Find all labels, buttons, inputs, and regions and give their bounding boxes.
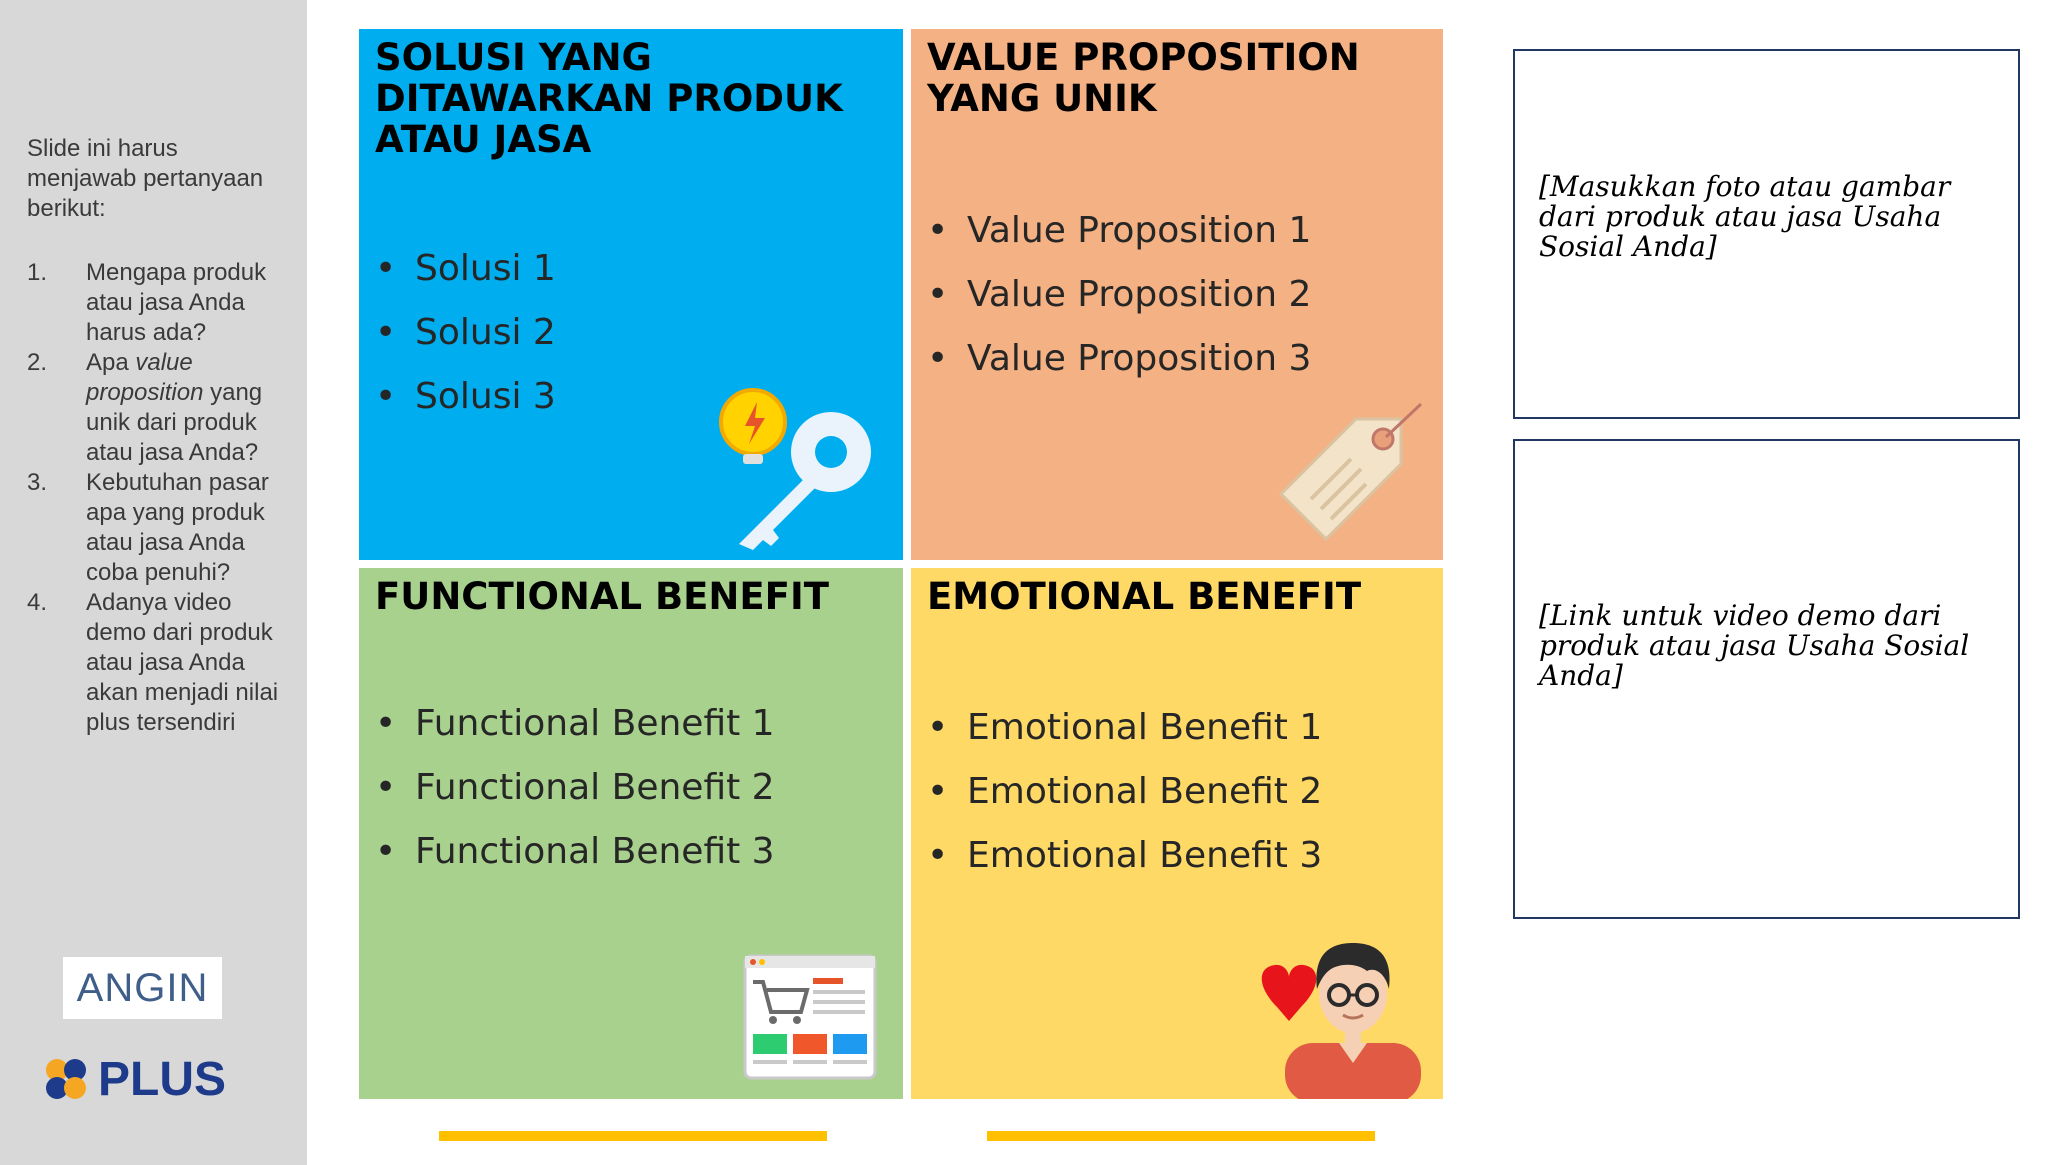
quadrant-title: SOLUSI YANG DITAWARKAN PRODUK ATAU JASA <box>375 36 843 161</box>
list-item: Value Proposition 3 <box>927 327 1311 391</box>
list-item: Functional Benefit 2 <box>375 756 775 820</box>
list-item: Solusi 3 <box>375 365 556 429</box>
question-text: Kebutuhan pasar apa yang produk atau jas… <box>86 469 269 586</box>
sidebar-intro: Slide ini harus menjawab pertanyaan beri… <box>27 135 264 222</box>
question-item: 1. Mengapa produk atau jasa Anda harus a… <box>27 258 287 348</box>
functional-list: Functional Benefit 1 Functional Benefit … <box>375 692 775 884</box>
question-text: Adanya video demo dari produk atau jasa … <box>86 589 279 736</box>
plus-logo-icon <box>46 1059 86 1099</box>
plus-logo-text: PLUS <box>98 1052 227 1106</box>
video-link-placeholder-text: [Link untuk video demo dari produk atau … <box>1539 599 1970 692</box>
list-item: Emotional Benefit 1 <box>927 696 1322 760</box>
question-item: 4. Adanya video demo dari produk atau ja… <box>27 588 287 738</box>
accent-bar-left <box>439 1131 827 1141</box>
photo-placeholder-text: [Masukkan foto atau gambar dari produk a… <box>1539 170 1951 263</box>
price-tag-icon <box>1278 402 1423 542</box>
emotional-list: Emotional Benefit 1 Emotional Benefit 2 … <box>927 696 1322 888</box>
shopping-cart-screen-icon <box>743 954 877 1080</box>
question-text-post: yang unik dari produk atau jasa Anda? <box>86 379 263 466</box>
list-item: Value Proposition 1 <box>927 199 1311 263</box>
quadrant-functional-benefit: FUNCTIONAL BENEFIT Functional Benefit 1 … <box>359 568 903 1099</box>
quadrant-emotional-benefit: EMOTIONAL BENEFIT Emotional Benefit 1 Em… <box>911 568 1443 1099</box>
sidebar: Slide ini harus menjawab pertanyaan beri… <box>0 0 307 1165</box>
list-item: Emotional Benefit 3 <box>927 824 1322 888</box>
quadrant-title: VALUE PROPOSITION YANG UNIK <box>927 36 1360 120</box>
question-item: 3. Kebutuhan pasar apa yang produk atau … <box>27 468 287 588</box>
person-heart-icon <box>1261 943 1421 1099</box>
value-list: Value Proposition 1 Value Proposition 2 … <box>927 199 1311 391</box>
quadrant-solusi: SOLUSI YANG DITAWARKAN PRODUK ATAU JASA … <box>359 29 903 560</box>
question-text: Apa value proposition yang unik dari pro… <box>86 349 262 466</box>
list-item: Value Proposition 2 <box>927 263 1311 327</box>
plus-logo: PLUS <box>42 1050 252 1108</box>
question-list: 1. Mengapa produk atau jasa Anda harus a… <box>27 258 287 738</box>
solusi-list: Solusi 1 Solusi 2 Solusi 3 <box>375 237 556 429</box>
video-link-placeholder-box[interactable]: [Link untuk video demo dari produk atau … <box>1513 439 2020 919</box>
question-number: 4. <box>27 589 48 616</box>
accent-bar-right <box>987 1131 1375 1141</box>
list-item: Solusi 2 <box>375 301 556 365</box>
question-text-emphasis: value proposition <box>86 349 204 406</box>
question-text-pre: Apa <box>86 349 136 376</box>
question-number: 3. <box>27 469 48 496</box>
bulb-key-icon <box>719 388 871 550</box>
list-item: Functional Benefit 1 <box>375 692 775 756</box>
list-item: Solusi 1 <box>375 237 556 301</box>
list-item: Functional Benefit 3 <box>375 820 775 884</box>
quadrant-title: FUNCTIONAL BENEFIT <box>375 575 829 618</box>
angin-logo-text: ANGIN <box>76 965 209 1010</box>
photo-placeholder-box[interactable]: [Masukkan foto atau gambar dari produk a… <box>1513 49 2020 419</box>
angin-logo: ANGIN <box>63 957 222 1019</box>
question-number: 1. <box>27 259 48 286</box>
list-item: Emotional Benefit 2 <box>927 760 1322 824</box>
quadrant-value-proposition: VALUE PROPOSITION YANG UNIK Value Propos… <box>911 29 1443 560</box>
question-item: 2. Apa value proposition yang unik dari … <box>27 348 287 468</box>
question-text: Mengapa produk atau jasa Anda harus ada? <box>86 259 267 346</box>
question-number: 2. <box>27 349 48 376</box>
quadrant-title: EMOTIONAL BENEFIT <box>927 575 1362 618</box>
